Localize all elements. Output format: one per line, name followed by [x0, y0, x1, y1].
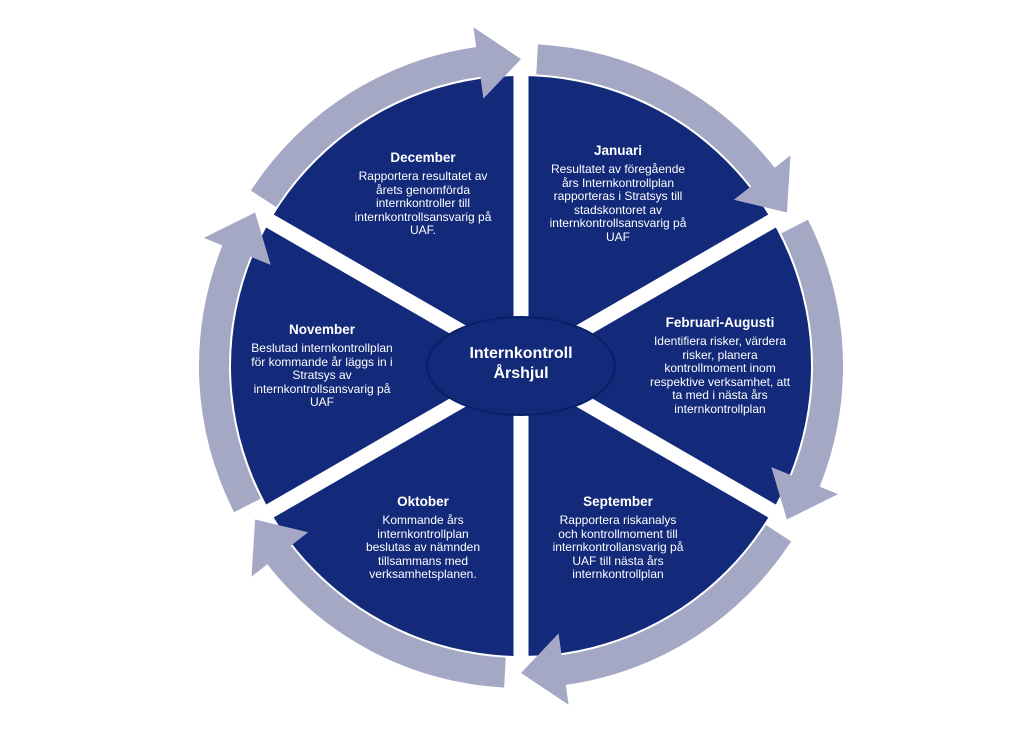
segment-title-januari: Januari [593, 143, 643, 158]
segment-text-februari-augusti: Februari-Augusti Identifiera risker, vär… [632, 315, 808, 416]
arrow-oktober [251, 519, 506, 688]
segment-body-oktober: Kommande års internkontrollplan beslutas… [365, 513, 481, 581]
segment-title-februari-augusti: Februari-Augusti [665, 315, 775, 330]
segment-text-oktober: Oktober Kommande års internkontrollplan … [337, 494, 509, 582]
segment-title-oktober: Oktober [397, 494, 449, 509]
segment-text-september: September Rapportera riskanalys och kont… [532, 494, 704, 582]
arrow-januari [536, 44, 791, 213]
segment-body-september: Rapportera riskanalys och kontrollmoment… [552, 513, 684, 581]
segment-title-december: December [390, 150, 456, 165]
segment-text-november: November Beslutad internkontrollplan för… [236, 322, 408, 410]
arrow-september [521, 525, 792, 705]
segment-body-november: Beslutad internkontrollplan för kommande… [251, 341, 393, 409]
center-label: Internkontroll Årshjul [469, 345, 573, 382]
arrow-december [250, 27, 521, 207]
segment-body-december: Rapportera resultatet av årets genomförd… [354, 169, 492, 237]
segment-text-december: December Rapportera resultatet av årets … [337, 150, 509, 238]
segment-title-november: November [288, 322, 356, 337]
center-ellipse [426, 316, 616, 416]
segment-title-september: September [583, 494, 653, 509]
arrow-november [198, 212, 271, 513]
segment-text-januari: Januari Resultatet av föregående års Int… [532, 143, 704, 244]
segment-body-januari: Resultatet av föregående års Internkontr… [549, 162, 687, 244]
arrow-februari-augusti [771, 219, 844, 520]
segment-body-februari-augusti: Identifiera risker, värdera risker, plan… [649, 334, 791, 416]
